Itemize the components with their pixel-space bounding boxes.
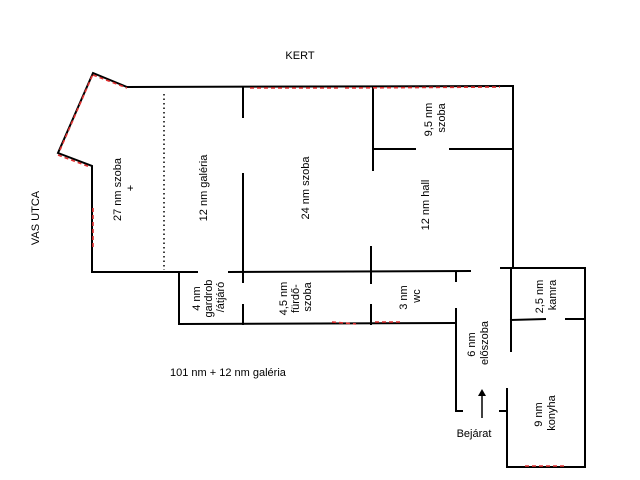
street-label: VAS UTCA <box>30 190 42 245</box>
bathroom-label: 4,5 nm fürdő- szoba <box>278 279 314 316</box>
room-27-label: 27 nm szoba + <box>112 155 137 221</box>
entrance-label: Bejárat <box>457 428 492 440</box>
wardrobe-label: 4 nm gardrob /átjáró <box>191 277 227 318</box>
room-9-5-label: 9,5 nm szoba <box>423 100 448 137</box>
total-area-label: 101 nm + 12 nm galéria <box>170 367 287 379</box>
red-markings <box>57 73 565 467</box>
wc-label: 3 nm wc <box>398 282 423 310</box>
room-24-label: 24 nm szoba <box>300 156 312 220</box>
anteroom-label: 6 nm előszoba <box>466 320 491 365</box>
garden-label: KERT <box>285 50 314 62</box>
walls <box>56 71 586 468</box>
entrance-arrow-icon <box>478 389 486 418</box>
hall-label: 12 nm hall <box>420 180 432 231</box>
pantry-label: 2,5 nm kamra <box>534 277 559 314</box>
gallery-label: 12 nm galéria <box>198 154 210 222</box>
kitchen-label: 9 nm konyha <box>533 394 558 430</box>
